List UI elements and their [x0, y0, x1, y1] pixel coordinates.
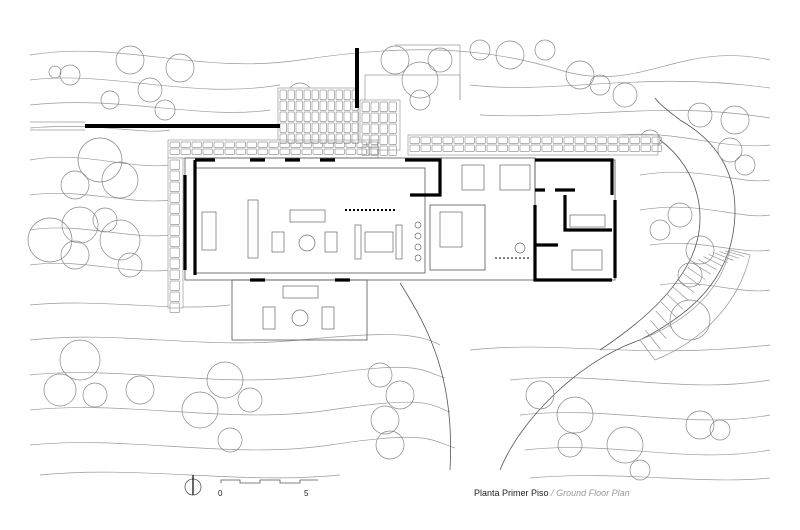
- tree: [612, 82, 638, 108]
- tree: [401, 61, 439, 99]
- tree: [43, 373, 77, 407]
- tree: [125, 375, 155, 405]
- tree: [60, 170, 90, 200]
- tree: [687, 102, 713, 128]
- tree: [48, 65, 62, 79]
- tree: [720, 105, 750, 135]
- tree: [117, 252, 143, 278]
- tree: [734, 154, 756, 176]
- title-spanish: Planta Primer Piso: [474, 488, 549, 498]
- tree: [237, 387, 263, 413]
- tree: [59, 64, 81, 86]
- drawing-title: Planta Primer Piso / Ground Floor Plan: [474, 488, 630, 498]
- tree: [685, 235, 715, 265]
- tree: [557, 432, 583, 458]
- tree: [375, 430, 405, 460]
- tree: [206, 361, 244, 399]
- tree: [82, 382, 108, 408]
- title-separator: /: [551, 488, 554, 498]
- tree: [469, 39, 491, 61]
- scale-bar-end-label: 5: [304, 489, 309, 498]
- tree: [534, 39, 556, 61]
- boundary-walls: [30, 44, 461, 131]
- tree: [27, 217, 73, 263]
- tree: [92, 207, 118, 233]
- tree: [60, 240, 90, 270]
- tree: [589, 74, 611, 96]
- tree: [565, 60, 595, 90]
- scale-bar-start-label: 0: [218, 489, 223, 498]
- tree: [629, 459, 651, 481]
- tree: [525, 380, 555, 410]
- tree: [181, 391, 219, 429]
- tree: [667, 202, 693, 228]
- tree: [556, 396, 594, 434]
- furniture: [201, 164, 606, 330]
- tree: [370, 405, 400, 435]
- tree: [59, 339, 101, 381]
- tree: [427, 47, 453, 73]
- tree: [495, 40, 525, 70]
- tree: [717, 137, 743, 163]
- trees: [27, 39, 756, 481]
- tree: [115, 45, 145, 75]
- scale-bar: [220, 479, 318, 484]
- tree: [709, 419, 731, 441]
- tree: [101, 161, 139, 199]
- tree: [77, 137, 123, 183]
- title-english: Ground Floor Plan: [556, 488, 630, 498]
- terrain-contours: [29, 49, 771, 481]
- walls: [183, 158, 617, 282]
- tree: [385, 380, 415, 410]
- north-arrow-icon: [184, 475, 202, 496]
- tree: [669, 299, 711, 341]
- tree: [677, 262, 703, 288]
- tree: [137, 77, 163, 103]
- tree: [165, 53, 195, 83]
- tree: [99, 219, 141, 261]
- tree: [217, 427, 243, 453]
- tree: [154, 99, 176, 121]
- paving: [167, 87, 662, 313]
- tree: [606, 426, 644, 464]
- tree: [409, 89, 431, 111]
- tree: [380, 45, 410, 75]
- tree: [649, 219, 671, 241]
- tree: [61, 206, 99, 244]
- tree: [685, 410, 715, 440]
- tree: [367, 362, 393, 388]
- tree: [100, 90, 120, 110]
